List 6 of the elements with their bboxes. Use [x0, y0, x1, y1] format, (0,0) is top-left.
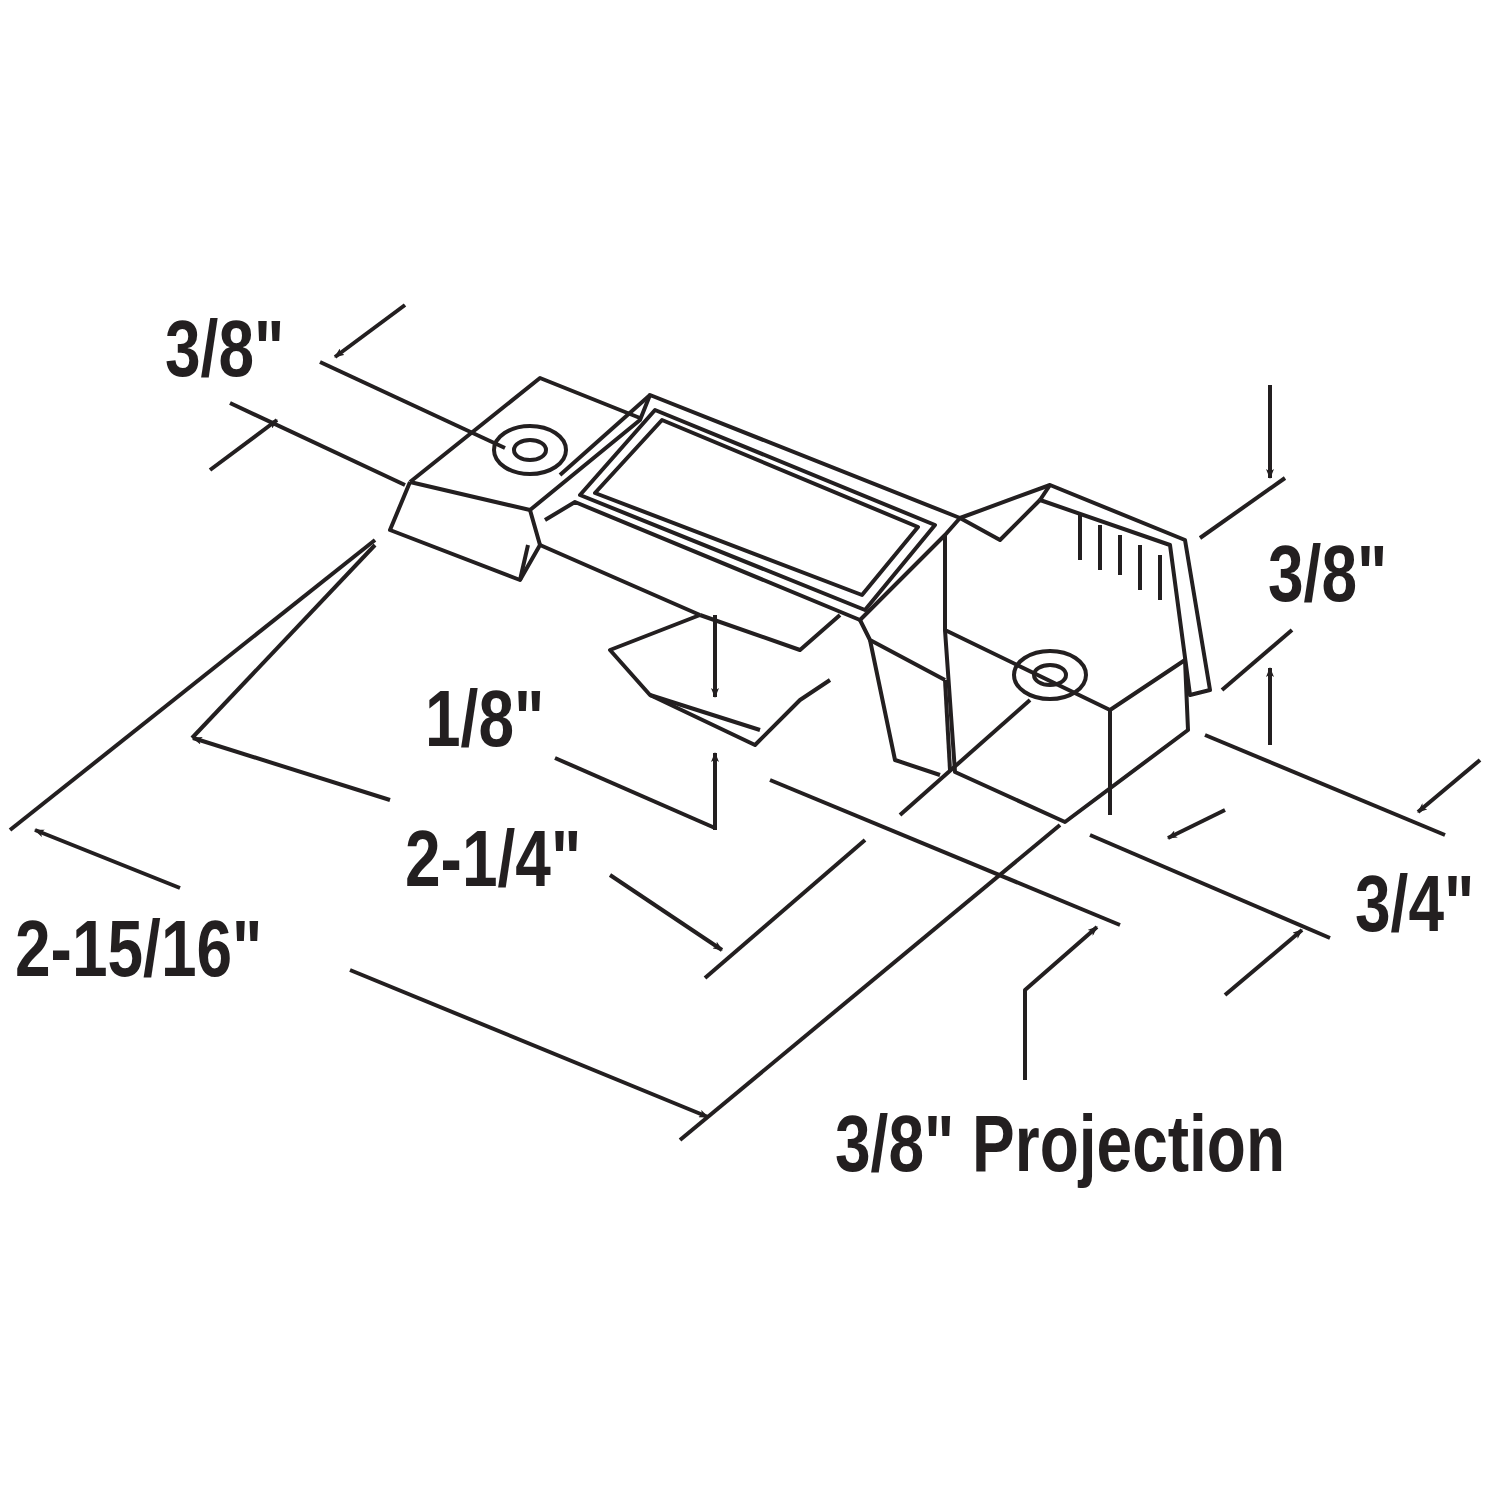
dimension-label: 2-1/4" — [405, 819, 582, 899]
dimension-label: 3/8" — [165, 309, 285, 389]
dimension-label: 2-15/16" — [15, 909, 263, 989]
dimension-label: 3/4" — [1355, 864, 1475, 944]
dimension-label: 1/8" — [425, 679, 545, 759]
dimension-label: 3/8" — [1268, 534, 1388, 614]
